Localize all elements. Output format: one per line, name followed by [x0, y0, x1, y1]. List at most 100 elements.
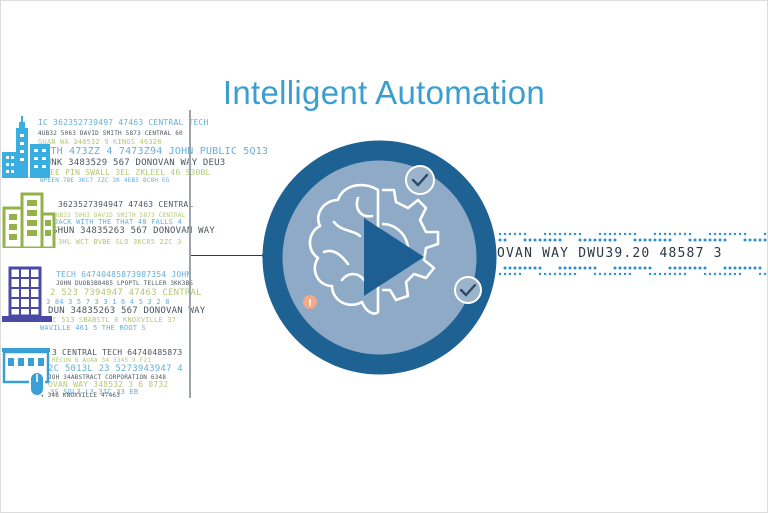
stream-dot [588, 238, 592, 242]
stream-dot [598, 232, 602, 236]
code-line: IC 362352739497 47463 CENTRAL TECH [38, 118, 209, 127]
stream-dot [558, 272, 562, 276]
code-line: WAVILLE 461 5 THE ROOT S [40, 324, 146, 332]
stream-dot [548, 238, 552, 242]
tower-building-icon [2, 266, 52, 322]
code-line: 4UB32 5063 DAVID SMITH 5873 CENTRAL [52, 212, 186, 219]
stream-dot [538, 266, 542, 270]
stream-dot [733, 266, 737, 270]
stream-dot [503, 266, 507, 270]
stream-dot [518, 266, 522, 270]
stream-dot [693, 266, 697, 270]
stream-dot [678, 272, 682, 276]
stream-dot [578, 232, 582, 236]
stream-dot [503, 232, 507, 236]
stream-dot [763, 238, 767, 242]
stream-dot [718, 238, 722, 242]
stream-dot [558, 266, 562, 270]
stream-dot [758, 266, 762, 270]
stream-dot [663, 272, 667, 276]
stream-dot [648, 272, 652, 276]
video-player[interactable]: ! [262, 140, 497, 375]
check-icon [454, 276, 482, 304]
code-line: 2 523 7394947 47463 CENTRAL [50, 288, 202, 298]
code-line: 3 84 3 5 7 3 3 1 6 4 5 3 2 8 [46, 298, 170, 306]
stream-dot [603, 272, 607, 276]
stream-dot [548, 232, 552, 236]
stream-dot [508, 232, 512, 236]
code-line: GUAN WA 348532 9 KINGS 46328 [38, 138, 162, 146]
stream-dot [523, 232, 527, 236]
stream-dot [648, 266, 652, 270]
stream-dot [758, 272, 762, 276]
stream-dot [568, 266, 572, 270]
stream-dot [583, 238, 587, 242]
stream-dot [568, 232, 572, 236]
stream-dot [708, 232, 712, 236]
stream-dot [573, 272, 577, 276]
stream-dot [758, 238, 762, 242]
stream-dot [723, 232, 727, 236]
stream-dot [703, 266, 707, 270]
stream-dot [688, 232, 692, 236]
stream-dot [573, 266, 577, 270]
data-stream-dots [498, 232, 767, 276]
alert-icon: ! [303, 295, 317, 309]
stream-dot [508, 266, 512, 270]
code-line: OVAN WAY 348532 3 6 8732 [48, 380, 169, 389]
stream-dot [658, 232, 662, 236]
code-line: DUNK 3483529 567 DONOVAN WAY DEU3 [40, 158, 226, 168]
stream-dot [748, 238, 752, 242]
stream-dot [728, 272, 732, 276]
code-line: 3ETH 473ZZ 4 7473Z94 JOHN PUBLIC 5Q13 [38, 146, 269, 157]
code-line: WPEEN 78E 3KC7 2ZC 3K 4EB5 8C8H EG [40, 177, 170, 184]
stream-dot [503, 238, 507, 242]
stream-dot [753, 238, 757, 242]
stream-dot [658, 272, 662, 276]
code-line: WBEE PIN SWALL 3EL ZKLEEL 46 S30BL [40, 168, 211, 177]
stream-dot [598, 238, 602, 242]
stream-dot [553, 232, 557, 236]
stream-dot [658, 238, 662, 242]
code-line: RECON 6 AUAA 34 3345 9 F21 [52, 357, 152, 364]
stream-dot [718, 272, 722, 276]
code-line: SHUN 34835263 567 DONOVAN WAY [52, 226, 215, 236]
stream-dot [608, 272, 612, 276]
video-title: Intelligent Automation [222, 74, 546, 111]
stream-dot [733, 272, 737, 276]
code-line: 4UB32 5063 DAVID SMITH 5873 CENTRAL 60 [38, 130, 183, 137]
stream-dot [628, 266, 632, 270]
brain-icon [308, 183, 380, 315]
code-line: IC 513 SBABSTL 6 KNOXVILLE 37 [48, 316, 177, 324]
stream-dot [633, 238, 637, 242]
stream-dot [498, 238, 502, 242]
stream-dot [703, 238, 707, 242]
stream-dot [613, 266, 617, 270]
data-stream-text: OVAN WAY DWU39.20 48587 3 [497, 246, 723, 261]
stream-dot [623, 232, 627, 236]
stream-dot [563, 232, 567, 236]
stream-dot [723, 266, 727, 270]
stream-dot [578, 238, 582, 242]
stream-dot [613, 232, 617, 236]
stream-dot [683, 232, 687, 236]
city-skyline-icon [2, 116, 50, 178]
stream-dot [553, 238, 557, 242]
stream-dot [708, 272, 712, 276]
code-line: 3HL WCT BVBE SLO 3KC05 2ZC 3 [58, 238, 182, 246]
play-button[interactable] [364, 218, 424, 296]
stream-dot [663, 232, 667, 236]
stream-dot [623, 266, 627, 270]
stream-dot [613, 238, 617, 242]
stream-dot [548, 272, 552, 276]
stream-dot [723, 238, 727, 242]
stream-dot [498, 232, 502, 236]
stream-dot [563, 272, 567, 276]
stream-dot [668, 238, 672, 242]
stream-dot [513, 266, 517, 270]
alert-glyph: ! [308, 298, 313, 309]
code-line: 3 CENTRAL TECH 64740485873 [52, 348, 183, 357]
stream-dot [523, 238, 527, 242]
stream-dot [763, 272, 767, 276]
stream-dot [678, 266, 682, 270]
